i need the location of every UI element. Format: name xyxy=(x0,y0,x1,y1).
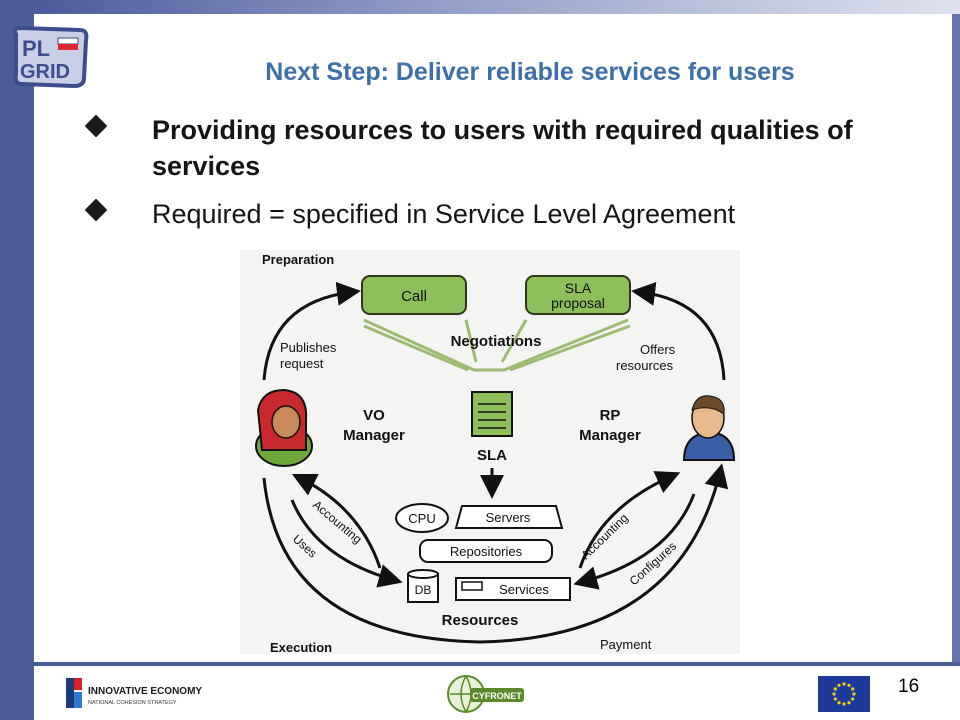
offers-label-line2: resources xyxy=(616,358,674,373)
cyfronet-logo: CYFRONET xyxy=(447,675,524,713)
cyfronet-text: CYFRONET xyxy=(472,691,522,701)
db-label: DB xyxy=(415,583,432,597)
sla-proposal-box xyxy=(525,275,631,315)
call-label: Call xyxy=(401,288,427,305)
ie-logo-mark-blue xyxy=(74,692,82,708)
resources-label: Resources xyxy=(442,612,519,629)
diamond-bullet-icon xyxy=(84,198,108,222)
db-cylinder-icon xyxy=(407,569,439,603)
slide-frame-right xyxy=(952,14,960,664)
diamond-bullet-icon xyxy=(84,114,108,138)
page-number: 16 xyxy=(898,676,920,697)
cpu-label: CPU xyxy=(408,511,435,526)
call-box xyxy=(361,275,467,315)
polish-flag-white xyxy=(57,37,79,45)
configures-arrow xyxy=(573,493,696,590)
bullet-text: Required = specified in Service Level Ag… xyxy=(152,199,736,229)
vo-manager-label-line2: Manager xyxy=(343,427,405,444)
sla-proposal-label-line1: SLA xyxy=(565,280,592,296)
rp-manager-label-line1: RP xyxy=(600,407,621,424)
execution-arc xyxy=(262,463,729,644)
bullet-list: Providing resources to users with requir… xyxy=(78,112,898,244)
publishes-label-line1: Publishes xyxy=(280,340,337,355)
servers-label: Servers xyxy=(486,510,531,525)
publishes-label-line2: request xyxy=(280,356,324,371)
innovative-economy-logo: INNOVATIVE ECONOMY NATIONAL COHESION STR… xyxy=(66,678,202,708)
execution-label: Execution xyxy=(270,640,332,654)
negotiation-funnel xyxy=(363,324,469,372)
repositories-label: Repositories xyxy=(450,544,523,559)
slide-frame-bottom xyxy=(34,662,960,666)
negotiations-label: Negotiations xyxy=(451,333,542,350)
eu-flag-icon xyxy=(818,676,870,712)
payment-label: Payment xyxy=(600,637,652,652)
cpu-box xyxy=(395,503,449,533)
vo-manager-avatar-icon xyxy=(255,388,313,467)
plgrid-logo-line2: GRID xyxy=(20,61,70,83)
services-label: Services xyxy=(499,582,549,597)
slide-frame-left xyxy=(0,0,34,720)
rp-manager-label-line2: Manager xyxy=(579,427,641,444)
uses-arrow xyxy=(290,499,403,588)
bullet-item: Required = specified in Service Level Ag… xyxy=(78,196,898,232)
sla-lifecycle-diagram: Preparation Call SLA proposal Negotiatio… xyxy=(240,250,740,654)
rp-manager-avatar-icon xyxy=(682,395,736,461)
negotiation-funnel xyxy=(509,324,631,372)
repositories-box xyxy=(419,539,553,563)
negotiation-funnel xyxy=(363,318,629,372)
sla-proposal-label-line2: proposal xyxy=(551,295,605,311)
eu-flag-field xyxy=(818,676,870,712)
negotiation-funnel xyxy=(500,319,528,363)
accounting-right-arrow xyxy=(578,471,681,569)
ie-logo-mark-navy xyxy=(66,678,74,708)
innovative-economy-subtext: NATIONAL COHESION STRATEGY xyxy=(88,700,177,706)
services-inner-icon xyxy=(461,581,483,591)
sla-document-icon xyxy=(471,391,513,437)
slide-title: Next Step: Deliver reliable services for… xyxy=(265,58,795,86)
sla-label: SLA xyxy=(477,447,507,464)
services-box xyxy=(455,577,571,601)
ie-logo-mark-red xyxy=(74,678,82,690)
polish-flag-red xyxy=(58,44,78,50)
slide-frame-top xyxy=(34,0,960,14)
eu-flag-stars xyxy=(832,682,856,706)
innovative-economy-text: INNOVATIVE ECONOMY xyxy=(88,686,202,697)
cyfronet-banner xyxy=(470,688,524,702)
accounting-left-arrow xyxy=(291,473,382,569)
plgrid-logo: PL GRID xyxy=(12,25,89,89)
plgrid-logo-line1: PL xyxy=(22,36,50,61)
offers-arrow xyxy=(631,281,726,381)
bullet-text: Providing resources to users with requir… xyxy=(152,115,853,181)
publishes-arrow xyxy=(262,281,361,381)
offers-label-line1: Offers xyxy=(640,342,676,357)
bullet-item: Providing resources to users with requir… xyxy=(78,112,898,184)
servers-box xyxy=(454,505,564,529)
vo-manager-label-line1: VO xyxy=(363,407,385,424)
preparation-label: Preparation xyxy=(262,252,334,267)
negotiation-funnel xyxy=(464,319,478,363)
